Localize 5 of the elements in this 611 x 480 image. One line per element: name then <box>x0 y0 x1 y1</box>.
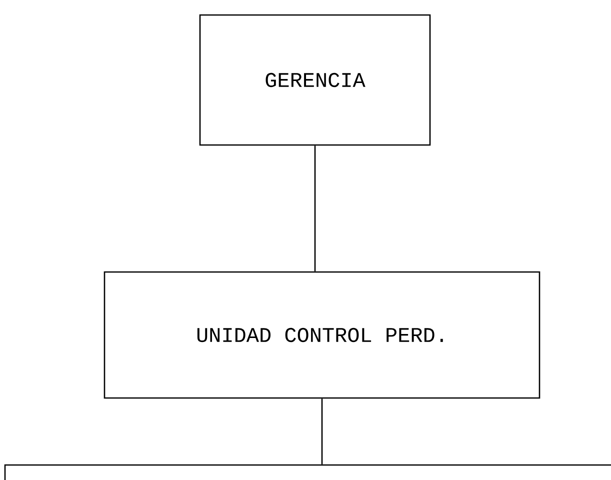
connector-line <box>314 146 316 272</box>
box <box>4 464 611 480</box>
box: GERENCIA <box>199 14 431 146</box>
connector-line <box>321 398 323 464</box>
box: UNIDAD CONTROL PERD. <box>104 271 540 399</box>
